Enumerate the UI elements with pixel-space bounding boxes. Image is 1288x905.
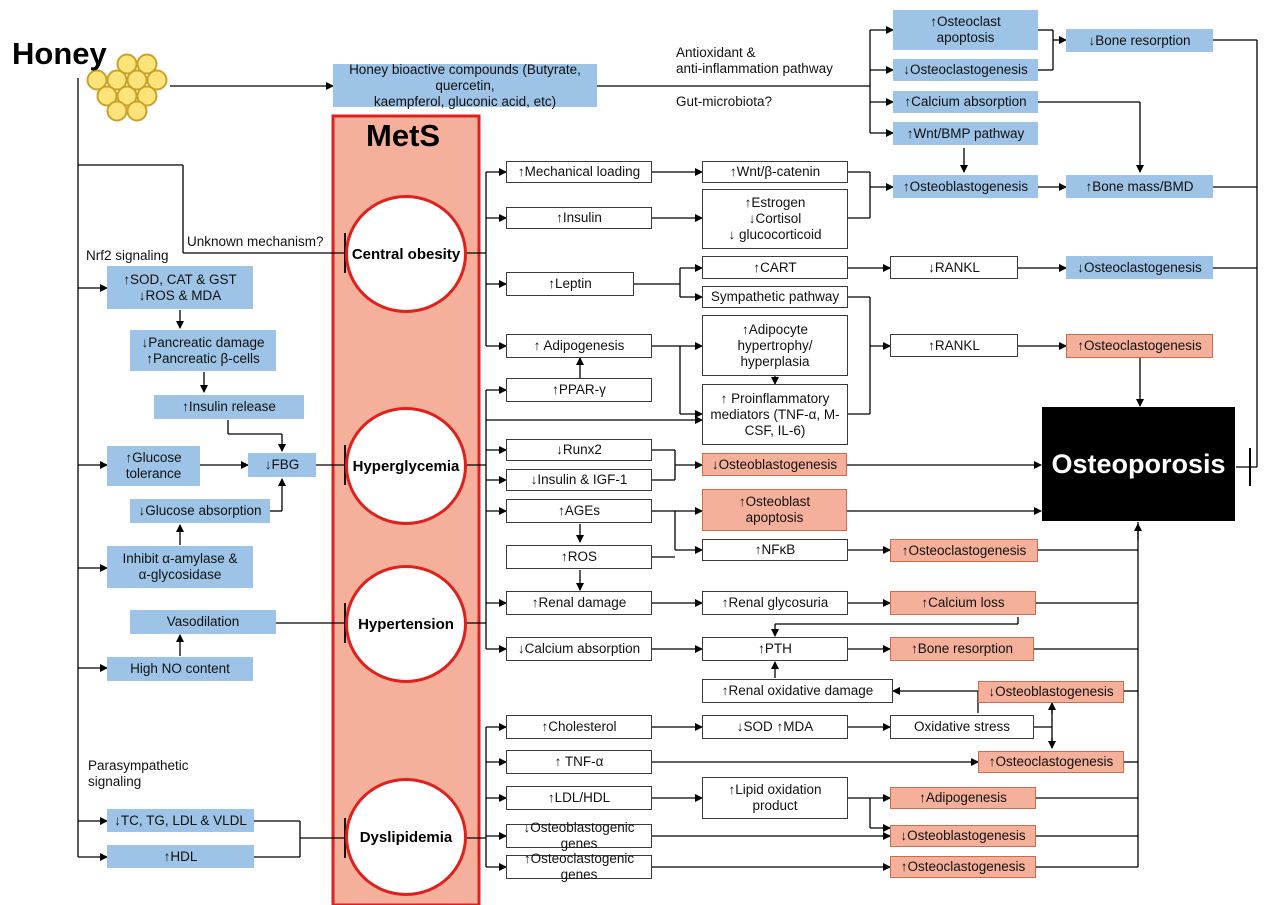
proinflammatory-mediators: ↑ Proinflammatory mediators (TNF-α, M- C… — [702, 384, 848, 445]
dyslipidemia-circle: Dyslipidemia — [345, 778, 467, 896]
osteoblastogenesis-down-2: ↓Osteoblastogenesis — [978, 681, 1124, 703]
sympathetic-pathway: Sympathetic pathway — [702, 286, 848, 308]
osteoclastogenic-genes-up: ↑Osteoclastogenic genes — [506, 851, 652, 882]
bone-resorption-down: ↓Bone resorption — [1066, 29, 1213, 52]
osteoblastogenesis-down-3: ↓Osteoblastogenesis — [890, 825, 1036, 847]
osteoclast-apoptosis-up: ↑Osteoclast apoptosis — [893, 10, 1038, 50]
osteoclastogenesis-up-3: ↑Osteoclastogenesis — [978, 751, 1124, 773]
tc-tg-ldl-vldl-down: ↓TC, TG, LDL & VLDL — [107, 809, 254, 832]
osteoblastogenesis-up-top: ↑Osteoblastogenesis — [893, 175, 1038, 198]
nrf2-label: Nrf2 signaling — [86, 248, 169, 263]
hyperglycemia-circle: Hyperglycemia — [345, 407, 467, 525]
insulin-igf1-down: ↓Insulin & IGF-1 — [506, 469, 652, 491]
hdl-up: ↑HDL — [107, 845, 254, 868]
runx2-down: ↓Runx2 — [506, 439, 652, 461]
nfkb-up: ↑NFκB — [702, 539, 848, 561]
parasympathetic-label: Parasympathetic signaling — [88, 758, 189, 789]
calcium-loss-up: ↑Calcium loss — [890, 591, 1036, 615]
rankl-down: ↓RANKL — [890, 256, 1018, 279]
central-obesity-circle: Central obesity — [345, 195, 467, 313]
lipid-oxidation-product: ↑Lipid oxidation product — [702, 777, 848, 819]
osteoclastogenesis-up-2: ↑Osteoclastogenesis — [890, 539, 1038, 562]
osteoclastogenesis-up-1: ↑Osteoclastogenesis — [1066, 334, 1213, 358]
renal-damage-up: ↑Renal damage — [506, 591, 652, 615]
glucose-tolerance-up: ↑Glucose tolerance — [107, 446, 200, 486]
osteoporosis-box: Osteoporosis — [1042, 407, 1235, 521]
adipogenesis-up-orange: ↑Adipogenesis — [890, 787, 1036, 809]
osteoblastogenic-genes-down: ↓Osteoblastogenic genes — [506, 820, 652, 851]
vasodilation: Vasodilation — [130, 610, 276, 634]
calcium-absorption-up: ↑Calcium absorption — [893, 91, 1038, 113]
sod-mda: ↓SOD ↑MDA — [702, 715, 848, 739]
cholesterol-up: ↑Cholesterol — [506, 715, 652, 739]
osteoblast-apoptosis-up: ↑Osteoblast apoptosis — [702, 489, 847, 531]
mets-title: MetS — [366, 118, 441, 153]
hypertension-circle: Hypertension — [345, 565, 467, 683]
tnf-alpha-up: ↑ TNF-α — [506, 750, 652, 774]
ppar-gamma: ↑PPAR-γ — [506, 378, 652, 402]
osteoclastogenesis-up-4: ↑Osteoclastogenesis — [890, 856, 1036, 878]
leptin-up: ↑Leptin — [506, 272, 634, 296]
wnt-bmp-pathway: ↑Wnt/BMP pathway — [893, 122, 1038, 145]
ages-up: ↑AGEs — [506, 499, 652, 523]
inhibit-amylase: Inhibit α-amylase & α-glycosidase — [107, 546, 253, 588]
unknown-mechanism-label: Unknown mechanism? — [187, 234, 324, 249]
glucose-absorption-down: ↓Glucose absorption — [130, 499, 270, 523]
gut-microbiota-label: Gut-microbiota? — [676, 94, 773, 109]
bone-resorption-up: ↑Bone resorption — [890, 637, 1034, 661]
insulin-up: ↑Insulin — [506, 207, 652, 229]
oxidative-stress: Oxidative stress — [890, 715, 1034, 739]
renal-oxidative-damage: ↑Renal oxidative damage — [702, 679, 893, 703]
ldl-hdl-up: ↑LDL/HDL — [506, 786, 652, 810]
wnt-beta-catenin: ↑Wnt/β-catenin — [702, 161, 848, 183]
osteoblastogenesis-down-1: ↓Osteoblastogenesis — [702, 453, 847, 476]
honey-bioactive-compounds: Honey bioactive compounds (Butyrate, que… — [333, 62, 597, 109]
renal-glycosuria-up: ↑Renal glycosuria — [702, 591, 848, 615]
osteoclastogenesis-down-mid: ↓Osteoclastogenesis — [1066, 256, 1213, 279]
osteoclastogenesis-down-top: ↓Osteoclastogenesis — [893, 59, 1038, 81]
pth-up: ↑PTH — [702, 637, 848, 661]
rankl-up: ↑RANKL — [890, 334, 1018, 357]
adipogenesis-up: ↑ Adipogenesis — [506, 334, 652, 358]
cart-up: ↑CART — [702, 256, 848, 279]
antioxidant-label: Antioxidant & anti-inflammation pathway — [676, 45, 833, 76]
bone-mass-bmd: ↑Bone mass/BMD — [1066, 175, 1213, 198]
calcium-absorption-down: ↓Calcium absorption — [506, 637, 652, 661]
sod-cat-gst: ↑SOD, CAT & GST ↓ROS & MDA — [107, 266, 253, 309]
pancreatic-damage: ↓Pancreatic damage ↑Pancreatic β-cells — [130, 330, 276, 371]
insulin-release-up: ↑Insulin release — [154, 395, 304, 419]
ros-up: ↑ROS — [506, 545, 652, 569]
honeycomb-icon — [86, 53, 168, 122]
fbg-down: ↓FBG — [248, 453, 316, 477]
adipocyte-hypertrophy: ↑Adipocyte hypertrophy/ hyperplasia — [702, 315, 848, 376]
mechanical-loading: ↑Mechanical loading — [506, 161, 652, 183]
high-no-content: High NO content — [107, 657, 253, 681]
estrogen-cortisol: ↑Estrogen ↓Cortisol ↓ glucocorticoid — [702, 189, 848, 249]
honey-title: Honey — [12, 36, 107, 71]
